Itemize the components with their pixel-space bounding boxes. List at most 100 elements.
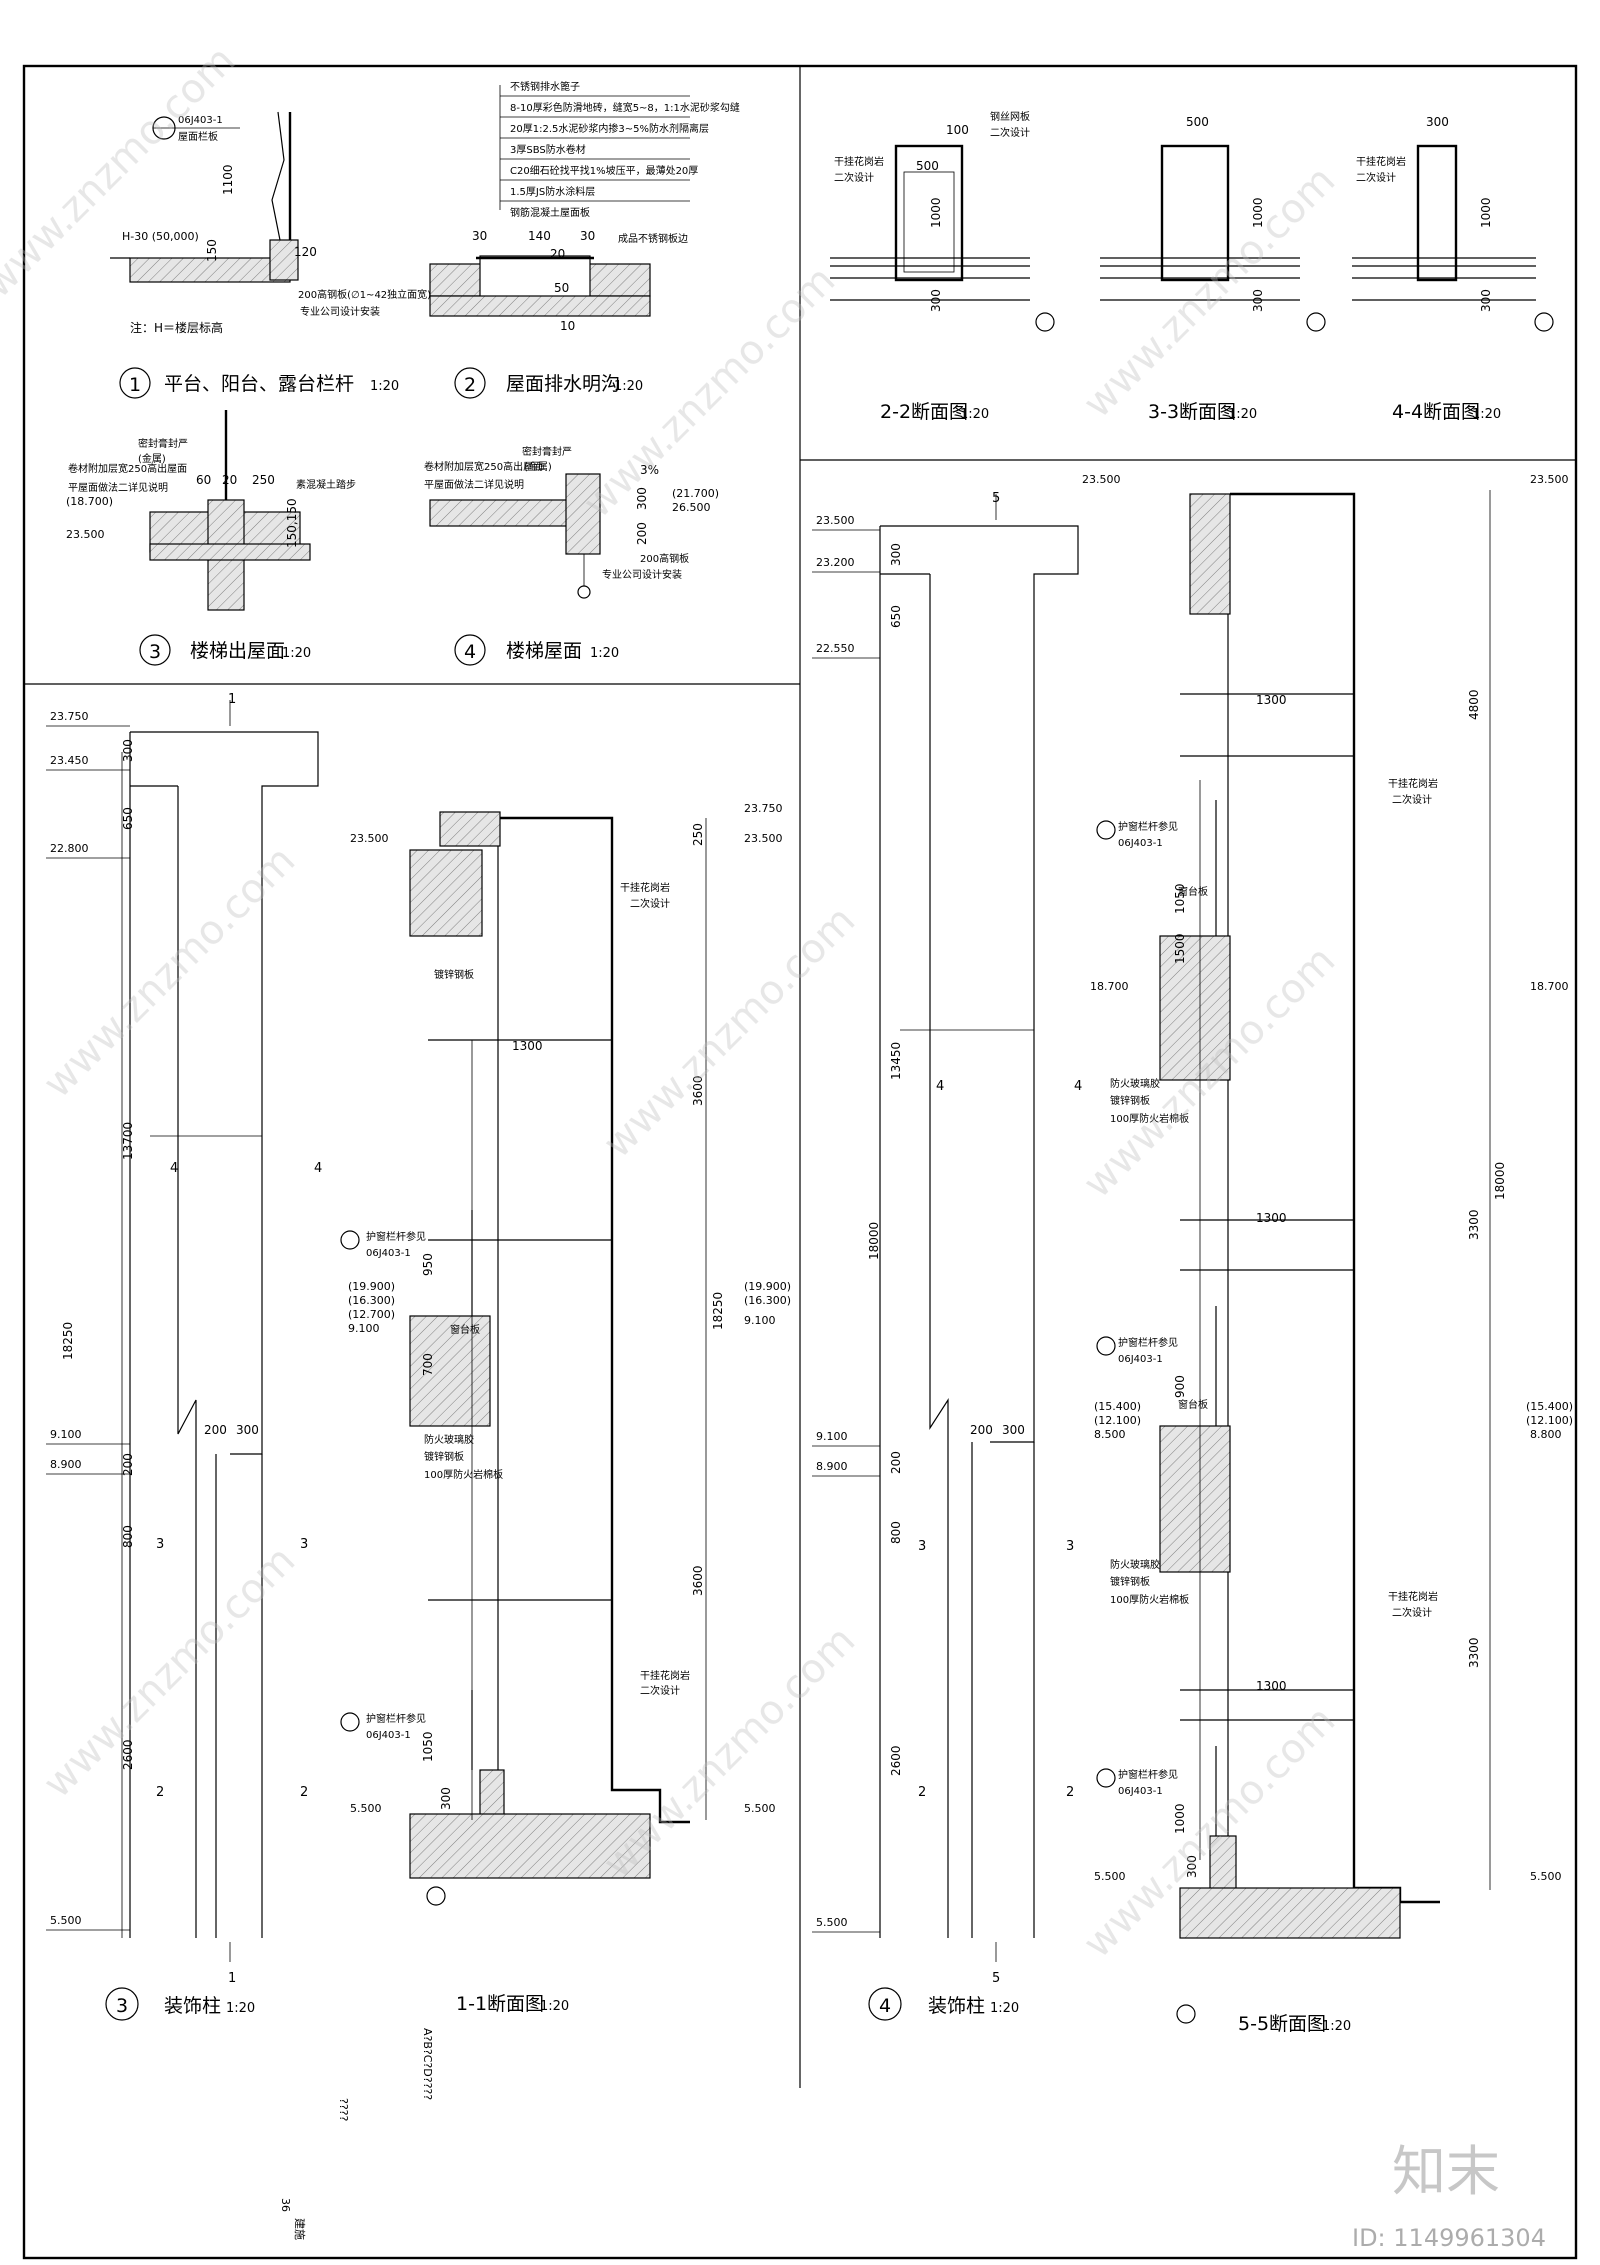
dim-w: 500 (1186, 115, 1209, 129)
section-5-5: 1300 1300 1300 23.500 18.700 (15.400) (1… (1082, 473, 1573, 2035)
note-H: 注：H＝楼层标高 (130, 320, 223, 335)
dim-0: 300 (889, 543, 903, 566)
note-3: 卷材附加层宽250高出屋面 (424, 460, 543, 473)
level-0: 23.500 (1082, 473, 1121, 486)
dim-1: 3600 (691, 1075, 705, 1106)
layer-2: 20厚1:2.5水泥砂浆内掺3~5%防水剂隔离层 (510, 122, 709, 135)
level-0: 23.750 (50, 710, 89, 723)
cut-0: 5 (992, 491, 1000, 506)
rail-code-1: 06J403-1 (1118, 838, 1163, 849)
right-levels: 23.750 23.500 (19.900) (16.300) 9.100 5.… (705, 802, 791, 1820)
detail-3-stair-exit: 密封膏封严 (金属) 卷材附加层宽250高出屋面 平屋面做法二详见说明 素混凝土… (66, 410, 356, 666)
detail-number: 3 (149, 641, 161, 663)
level-1: 23.500 (744, 832, 783, 845)
dim-100: 100 (946, 123, 969, 137)
note-4: 平屋面做法二详见说明 (424, 478, 524, 491)
rail-ref-3: 护窗栏杆参见 (1118, 1768, 1178, 1781)
section-title: 5-5断面图 (1238, 2013, 1326, 2035)
level-1: 18.700 (1530, 980, 1569, 993)
watermark-7: www.znzmo.com (35, 1537, 305, 1807)
cut-3: 4 (1074, 1079, 1082, 1094)
pct: 3% (640, 463, 659, 477)
level-3: (16.300) (744, 1294, 791, 1307)
cut-7: 2 (300, 1785, 308, 1800)
layer-1: 8-10厚彩色防滑地砖，缝宽5~8，1:1水泥砂浆勾缝 (510, 101, 740, 114)
section-3-3: 500 1000 300 3-3断面图 1:20 (1100, 115, 1326, 423)
level-2: (19.900) (744, 1280, 791, 1293)
note-5: 素混凝土踏步 (296, 478, 356, 491)
dim-30a: 30 (472, 229, 487, 243)
detail-number: 4 (464, 641, 476, 663)
level-3: (12.700) (348, 1308, 395, 1321)
detail-number: 2 (464, 374, 476, 396)
levels: 23.500 23.200 22.550 9.100 8.900 5.500 (812, 514, 880, 1933)
dim-1: 3300 (1467, 1209, 1481, 1240)
layer-3: 3厚SBS防水卷材 (510, 143, 586, 156)
detail-title: 楼梯屋面 (506, 640, 582, 662)
right-dims: 4800 3300 18000 3300 (1467, 689, 1507, 1668)
note-fire-1: 防火玻璃胶 (1110, 1077, 1160, 1090)
note-granite-1: 干挂花岗岩 (1388, 777, 1438, 790)
rail-ref-2: 护窗栏杆参见 (1118, 1336, 1178, 1349)
dim-8: 300 (1002, 1423, 1025, 1437)
detail-4-stair-roof: 密封膏封严 (金属) 卷材附加层宽250高出屋面 平屋面做法二详见说明 3% (… (424, 445, 719, 666)
cut-0: 1 (228, 692, 236, 707)
dim-7: 200 (970, 1423, 993, 1437)
note-3: 卷材附加层宽250高出屋面 (68, 462, 187, 475)
detail-scale: 1:20 (282, 646, 311, 661)
dim-120: 120 (294, 245, 317, 259)
rail-code-1: 06J403-1 (366, 1248, 411, 1259)
dim-h: 1000 (1479, 197, 1493, 228)
level-2: 22.800 (50, 842, 89, 855)
dim-1500: 1500 (1173, 933, 1187, 964)
cut-5: 3 (1066, 1539, 1074, 1554)
column-scale: 1:20 (990, 2001, 1019, 2016)
dim-b: 300 (1479, 289, 1493, 312)
image-id: ID: 1149961304 (1352, 2224, 1546, 2252)
watermark-3: www.znzmo.com (1075, 157, 1345, 427)
width-b: 1300 (1256, 1211, 1287, 1225)
note-1: 干挂花岗岩 (1356, 155, 1406, 168)
dim-10: 10 (560, 319, 575, 333)
level-1: 18.700 (1090, 980, 1129, 993)
level-1: 23.200 (816, 556, 855, 569)
note-2: (金属) (524, 460, 552, 473)
level-4: 9.100 (348, 1322, 380, 1335)
dim-3: 18000 (867, 1222, 881, 1260)
note-galv: 镀锌钢板 (424, 1450, 464, 1463)
note-steel: 200高钢板 (640, 552, 689, 565)
note-ins-2: 100厚防火岩棉板 (1110, 1593, 1189, 1606)
rail-code-2: 06J403-1 (1118, 1354, 1163, 1365)
level-H: H-30 (50,000) (122, 230, 199, 243)
level-4: 9.100 (744, 1314, 776, 1327)
detail-1-railing: 06J403-1 屋面栏板 1100 150 120 H-30 (50,000)… (110, 111, 431, 399)
note-steel: 镀锌钢板 (434, 968, 474, 981)
note-second-1: 二次设计 (630, 897, 670, 910)
dim-300: 300 (1185, 1855, 1199, 1878)
level-5: 5.500 (350, 1802, 382, 1815)
note-steel: 200高钢板(∅1~42独立面宽) (298, 288, 431, 301)
page-label: 建施 (293, 2218, 307, 2240)
section-title: 2-2断面图 (880, 401, 968, 423)
detail-scale: 1:20 (614, 379, 643, 394)
dim-30b: 30 (580, 229, 595, 243)
dim-60: 60 (196, 473, 211, 487)
note-install: 专业公司设计安装 (300, 305, 380, 318)
dim-b: 300 (1251, 289, 1265, 312)
detail-title: 平台、阳台、露台栏杆 (164, 373, 354, 395)
section-scale: 1:20 (960, 407, 989, 422)
section-title: 3-3断面图 (1148, 401, 1236, 423)
dim-0: 4800 (1467, 689, 1481, 720)
dim-2: 13700 (121, 1122, 135, 1160)
note-granite-1: 干挂花岗岩 (620, 881, 670, 894)
level-0: 23.500 (350, 832, 389, 845)
layer-5: 1.5厚JS防水涂料层 (510, 185, 595, 198)
dim-b: 300 (929, 289, 943, 312)
right-dims: 250 3600 18250 3600 (691, 823, 725, 1596)
rail-code-3: 06J403-1 (1118, 1786, 1163, 1797)
cut-labels: 1 1 4 4 3 3 2 2 (156, 692, 322, 1986)
dim-7: 200 (204, 1423, 227, 1437)
level-0: 23.750 (744, 802, 783, 815)
note-ins-1: 100厚防火岩棉板 (1110, 1112, 1189, 1125)
